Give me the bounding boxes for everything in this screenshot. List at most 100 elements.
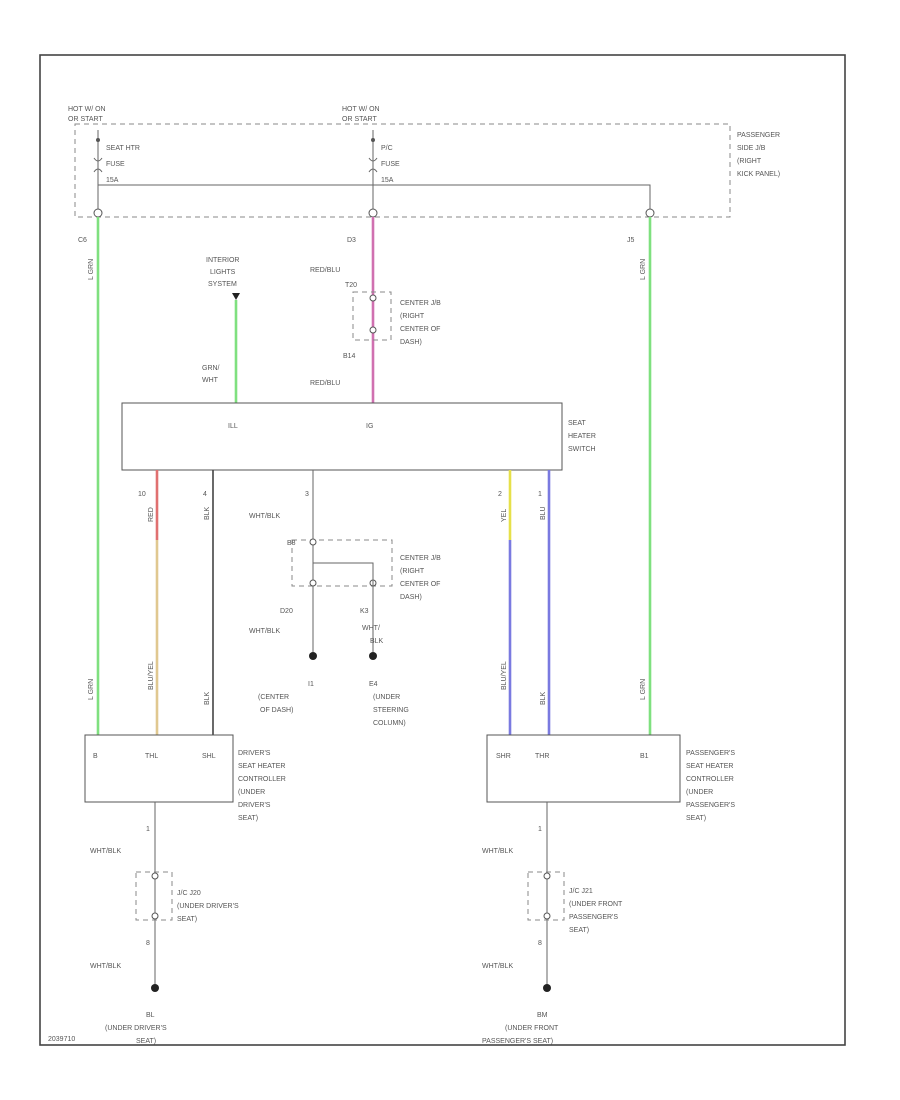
ground-e4-line-1: E4 [369,681,378,688]
passenger-wire2-label: WHT/BLK [482,963,513,970]
right-lgrn-bottom-label: L GRN [640,679,647,700]
driver-pin-thl: THL [145,753,158,760]
passenger-label-3: CONTROLLER [686,776,734,783]
ground-e4-symbol [369,652,377,660]
passenger-jc-line-3: PASSENGER'S [569,914,618,921]
left-fuse-pin-dot [96,138,100,142]
center-jb-mid-outline [291,539,393,587]
red-blu-pin-bottom: B14 [343,353,356,360]
sl-top-wire-label: BLK [204,506,211,520]
tl-top-wire-label: RED [148,507,155,522]
center-jb-top-line-1: CENTER J/B [400,300,441,307]
passenger-label-5: PASSENGER'S [686,802,735,809]
mid-fuse-symbol [368,157,378,173]
center-jb-mid-line-3: CENTER OF [400,581,440,588]
center-jb-top-line-3: CENTER OF [400,326,440,333]
pin-c6-label: C6 [78,237,87,244]
center-jb-mid-wire-right-1: WHT/ [362,625,380,632]
center-jb-mid-pin-left: D20 [280,608,293,615]
sr-bottom-wire-label: BLK [540,691,547,705]
mid-fuse-rating: 15A [381,177,394,184]
switch-pin-ill: ILL [228,423,238,430]
pin-j5-label: J5 [627,237,635,244]
ground-bl-line-3: SEAT) [136,1038,156,1045]
center-jb-top-outline [352,291,392,341]
passenger-pin-thr: THR [535,753,549,760]
passenger-jc-line-4: SEAT) [569,927,589,934]
driver-wire-label: WHT/BLK [90,848,121,855]
center-jb-top-pin-2 [369,326,377,334]
center-jb-mid-pin-top: B8 [287,540,296,547]
interior-lights-arrow [232,293,240,300]
ground-bl-line-2: (UNDER DRIVER'S [105,1025,167,1032]
right-lgrn-top-label: L GRN [640,259,647,280]
grn-wht-label-2: WHT [202,377,219,384]
left-lgrn-top-label: L GRN [88,259,95,280]
pin-tl-label: 10 [138,491,146,498]
ground-i1-line-1: I1 [308,681,314,688]
driver-pin-b: B [93,753,98,760]
interior-lights-line-1: INTERIOR [206,257,239,264]
driver-jc-pin-label: 8 [146,940,150,947]
left-fuse-rating: 15A [106,177,119,184]
left-lgrn-bottom-label: L GRN [88,679,95,700]
driver-label-3: CONTROLLER [238,776,286,783]
tr-bottom-wire-label: BLU/YEL [501,661,508,690]
sl-bottom-wire-label: BLK [204,691,211,705]
interior-lights-line-3: SYSTEM [208,281,237,288]
center-jb-mid-wire-right-2: BLK [370,638,384,645]
mid-fuse-header-line-1: HOT W/ ON [342,106,380,113]
passenger-jc-pin-1 [543,872,551,880]
jb-location-line-1: PASSENGER [737,132,780,139]
driver-wire2-label: WHT/BLK [90,963,121,970]
pin-sr-label: 1 [538,491,542,498]
center-jb-mid-bus [313,562,374,652]
passenger-jc-outline [527,871,565,921]
passenger-pin-shr: SHR [496,753,511,760]
switch-label-2: HEATER [568,433,596,440]
driver-label-4: (UNDER [238,789,265,796]
driver-jc-line-3: SEAT) [177,916,197,923]
left-fuse-symbol [93,157,103,173]
passenger-jc-line-1: J/C J21 [569,888,593,895]
left-fuse-name: SEAT HTR [106,145,140,152]
pin-sl-label: 4 [203,491,207,498]
driver-controller-box [84,734,234,803]
driver-label-5: DRIVER'S [238,802,271,809]
left-fuse-header-line-1: HOT W/ ON [68,106,106,113]
driver-label-2: SEAT HEATER [238,763,285,770]
driver-pin-shl: SHL [202,753,216,760]
driver-jc-line-1: J/C J20 [177,890,201,897]
red-blu-bottom-label: RED/BLU [310,380,340,387]
passenger-label-6: SEAT) [686,815,706,822]
center-jb-mid-line-4: DASH) [400,594,422,601]
driver-label-1: DRIVER'S [238,750,271,757]
pin-c6-connector [93,208,103,218]
ground-bl-line-1: BL [146,1012,155,1019]
driver-jc-outline [135,871,173,921]
switch-label-1: SEAT [568,420,586,427]
ground-i1-symbol [309,652,317,660]
left-fuse-type: FUSE [106,161,125,168]
left-fuse-header-line-2: OR START [68,116,103,123]
passenger-controller-box [486,734,681,803]
passenger-label-4: (UNDER [686,789,713,796]
ground-i1-line-2: (CENTER [258,694,289,701]
passenger-side-jb-outline [74,123,731,218]
diagram-frame [39,54,846,1046]
tl-bottom-wire-label: BLU/YEL [148,661,155,690]
interior-lights-line-2: LIGHTS [210,269,236,276]
pin-d3-connector [368,208,378,218]
pin-tr-label: 2 [498,491,502,498]
footer-code: 2039710 [48,1036,75,1043]
grn-wht-label-1: GRN/ [202,365,220,372]
ground-bm-symbol [543,984,551,992]
mid-fuse-header-line-2: OR START [342,116,377,123]
ground-e4-line-2: (UNDER [373,694,400,701]
passenger-pin-b1: B1 [640,753,649,760]
center-jb-mid-wire-left: WHT/BLK [249,628,280,635]
ground-bm-line-1: BM [537,1012,548,1019]
pin-j5-connector [645,208,655,218]
driver-pin-bottom: 1 [146,826,150,833]
